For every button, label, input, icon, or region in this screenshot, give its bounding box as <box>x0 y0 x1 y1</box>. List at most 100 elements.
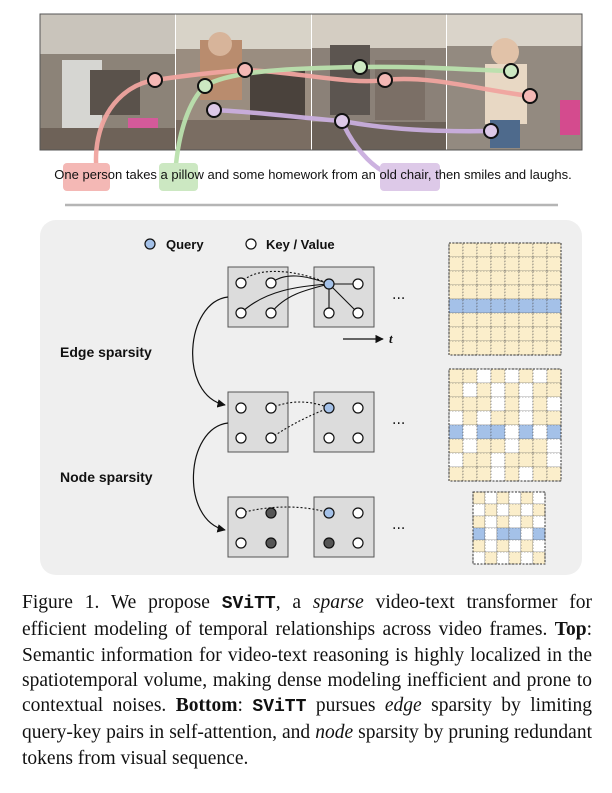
matrix-cell <box>462 340 478 356</box>
video-frame-4 <box>447 14 582 150</box>
matrix-cell <box>532 242 548 258</box>
matrix-cell <box>490 452 506 468</box>
matrix-cell <box>546 466 562 482</box>
matrix-cell <box>504 270 520 286</box>
sparsity-panel <box>40 220 582 575</box>
matrix-cell <box>490 382 506 398</box>
matrix-cell <box>532 284 548 300</box>
ellipsis: ··· <box>392 291 405 307</box>
matrix-cell <box>518 242 534 258</box>
video-caption-sentence: One person takes a pillow and some homew… <box>54 167 571 182</box>
matrix-cell <box>504 340 520 356</box>
matrix-cell <box>462 438 478 454</box>
matrix-cell <box>504 438 520 454</box>
chair-marker <box>334 113 350 129</box>
matrix-cell <box>518 340 534 356</box>
matrix-cell <box>484 491 498 505</box>
matrix-cell <box>490 466 506 482</box>
matrix-cell <box>520 503 534 517</box>
matrix-cell <box>496 539 510 553</box>
matrix-cell <box>462 410 478 426</box>
matrix-cell <box>532 298 548 314</box>
matrix-cell <box>448 284 464 300</box>
matrix-cell <box>532 312 548 328</box>
matrix-cell <box>546 382 562 398</box>
matrix-cell <box>472 491 486 505</box>
matrix-cell <box>490 340 506 356</box>
matrix-cell <box>504 466 520 482</box>
matrix-cell <box>504 368 520 384</box>
time-axis-label: t <box>389 331 393 346</box>
matrix-cell <box>508 551 522 565</box>
matrix-cell <box>496 551 510 565</box>
node-sparse-row: ··· <box>227 496 405 558</box>
legend: Query Key / Value <box>144 237 335 252</box>
matrix-cell <box>476 410 492 426</box>
query-legend-icon <box>144 238 156 250</box>
matrix-cell <box>518 438 534 454</box>
matrix-cell <box>496 527 510 541</box>
matrix-cell <box>472 551 486 565</box>
matrix-cell <box>476 396 492 412</box>
matrix-cell <box>508 491 522 505</box>
matrix-cell <box>532 503 546 517</box>
matrix-cell <box>520 515 534 529</box>
matrix-cell <box>546 298 562 314</box>
matrix-cell <box>490 270 506 286</box>
dense-attention-row: ··· t <box>227 266 405 346</box>
matrix-cell <box>448 242 464 258</box>
video-frame-2 <box>176 14 311 150</box>
matrix-cell <box>448 396 464 412</box>
pillow-track <box>172 64 512 177</box>
matrix-cell <box>546 326 562 342</box>
matrix-cell <box>504 382 520 398</box>
matrix-cell <box>462 256 478 272</box>
matrix-cell <box>448 368 464 384</box>
matrix-cell <box>532 466 548 482</box>
matrix-cell <box>476 340 492 356</box>
matrix-cell <box>532 382 548 398</box>
matrix-cell <box>496 515 510 529</box>
matrix-cell <box>476 256 492 272</box>
matrix-cell <box>484 551 498 565</box>
matrix-cell <box>490 438 506 454</box>
query-legend-label: Query <box>166 237 204 252</box>
ellipsis: ··· <box>392 521 405 537</box>
matrix-cell <box>476 424 492 440</box>
pillow-highlight <box>159 163 198 191</box>
matrix-cell <box>490 396 506 412</box>
matrix-cell <box>484 503 498 517</box>
matrix-cell <box>448 312 464 328</box>
matrix-cell <box>472 515 486 529</box>
matrix-border <box>448 242 562 356</box>
matrix-cell <box>484 527 498 541</box>
matrix-cell <box>532 368 548 384</box>
matrix-cell <box>496 503 510 517</box>
matrix-cell <box>504 452 520 468</box>
matrix-cell <box>520 539 534 553</box>
kv-legend-label: Key / Value <box>266 237 335 252</box>
matrix-cell <box>518 452 534 468</box>
matrix-cell <box>518 298 534 314</box>
matrix-cell <box>518 424 534 440</box>
matrix-cell <box>504 256 520 272</box>
matrix-cell <box>462 396 478 412</box>
matrix-cell <box>484 539 498 553</box>
matrix-cell <box>546 410 562 426</box>
matrix-cell <box>476 312 492 328</box>
edge-sparse-row: ··· <box>227 391 405 453</box>
pillow-marker <box>352 59 368 75</box>
matrix-cell <box>508 515 522 529</box>
person-marker <box>237 62 253 78</box>
matrix-cell <box>448 438 464 454</box>
matrix-cell <box>448 270 464 286</box>
person-marker <box>377 72 393 88</box>
matrix-cell <box>532 551 546 565</box>
matrix-cell <box>518 284 534 300</box>
matrix-cell <box>504 298 520 314</box>
matrix-cell <box>546 396 562 412</box>
pillow-marker <box>503 63 519 79</box>
matrix-cell <box>518 466 534 482</box>
matrix-cell <box>476 368 492 384</box>
matrix-cell <box>508 527 522 541</box>
